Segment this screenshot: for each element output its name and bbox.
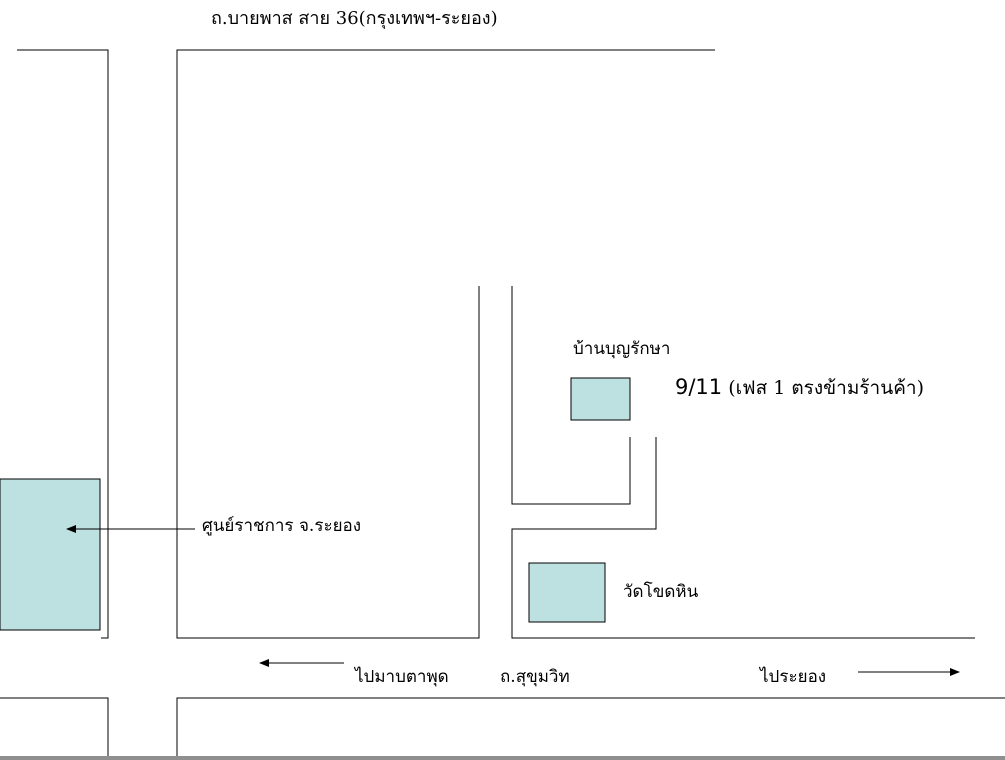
house-name-label: บ้านบุญรักษา: [573, 339, 671, 359]
soi-lower-outline: [511, 437, 975, 639]
house-number: 9/11: [675, 375, 723, 399]
house-building: [570, 377, 631, 421]
highway-label: ถ.บายพาส สาย 36(กรุงเทพฯ-ระยอง): [211, 8, 498, 29]
bottom-border: [0, 756, 1005, 760]
bottom-right-road-edge: [176, 697, 1005, 760]
sukhumvit-road-label: ถ.สุขุมวิท: [500, 667, 570, 687]
to-maptaphut-label: ไปมาบตาพุด: [355, 667, 449, 687]
house-detail: (เฟส 1 ตรงข้ามร้านค้า): [722, 377, 924, 399]
house-address-label: 9/11 (เฟส 1 ตรงข้ามร้านค้า): [675, 377, 924, 399]
to-rayong-label: ไประยอง: [760, 667, 827, 687]
soi-upper-outline: [511, 286, 631, 505]
gov-center-building: [0, 478, 101, 631]
central-block-outline: [176, 49, 715, 639]
temple-label: วัดโขดหิน: [623, 582, 699, 602]
temple-building: [528, 562, 606, 623]
left-block-outline: [17, 49, 109, 639]
gov-center-label: ศูนย์ราชการ จ.ระยอง: [202, 516, 362, 536]
bottom-left-road-edge: [0, 697, 109, 760]
